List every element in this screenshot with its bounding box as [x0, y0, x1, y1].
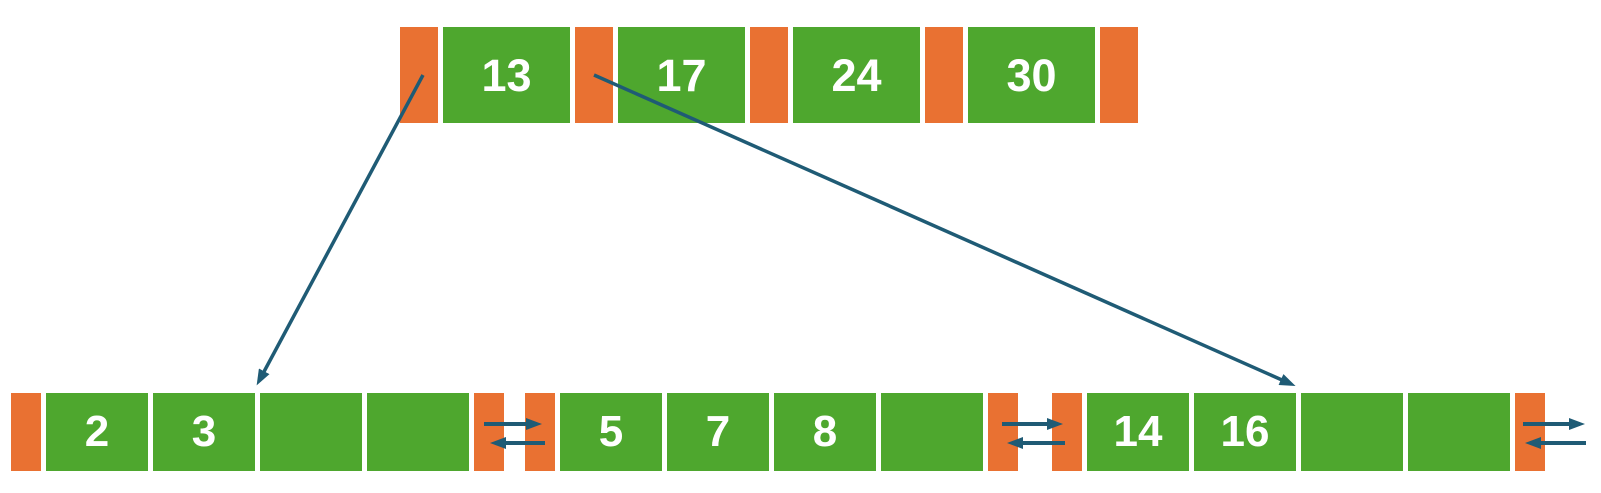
arrow-root-to-leaf1: [256, 74, 425, 386]
leaf1-right-pointer-cell: [474, 393, 504, 471]
leaf3-key-cell-0: 14: [1087, 393, 1189, 471]
leaf2-key-cell-1: 7: [667, 393, 769, 471]
leaf2-left-pointer-cell: [525, 393, 555, 471]
root-pointer-cell-0: [400, 27, 438, 123]
leaf3-right-pointer-cell: [1515, 393, 1545, 471]
leaf-node-2: 5 7 8: [525, 393, 1018, 471]
root-key-cell-1: 17: [618, 27, 745, 123]
leaf2-key-cell-0: 5: [560, 393, 662, 471]
leaf2-right-pointer-cell: [988, 393, 1018, 471]
root-pointer-cell-1: [575, 27, 613, 123]
leaf1-left-pointer-cell: [11, 393, 41, 471]
leaf3-key-cell-2: [1301, 393, 1403, 471]
leaf3-key-cell-3: [1408, 393, 1510, 471]
root-key-cell-0: 13: [443, 27, 570, 123]
leaf3-key-cell-1: 16: [1194, 393, 1296, 471]
leaf1-key-cell-3: [367, 393, 469, 471]
leaf1-key-cell-2: [260, 393, 362, 471]
root-pointer-cell-2: [750, 27, 788, 123]
root-node: 13 17 24 30: [400, 27, 1138, 123]
leaf2-key-cell-2: 8: [774, 393, 876, 471]
root-key-cell-3: 30: [968, 27, 1095, 123]
root-key-cell-2: 24: [793, 27, 920, 123]
leaf1-key-cell-1: 3: [153, 393, 255, 471]
leaf2-key-cell-3: [881, 393, 983, 471]
root-pointer-cell-4: [1100, 27, 1138, 123]
root-pointer-cell-3: [925, 27, 963, 123]
leaf3-left-pointer-cell: [1052, 393, 1082, 471]
leaf-node-3: 14 16: [1052, 393, 1545, 471]
leaf-node-1: 2 3: [11, 393, 504, 471]
leaf1-key-cell-0: 2: [46, 393, 148, 471]
